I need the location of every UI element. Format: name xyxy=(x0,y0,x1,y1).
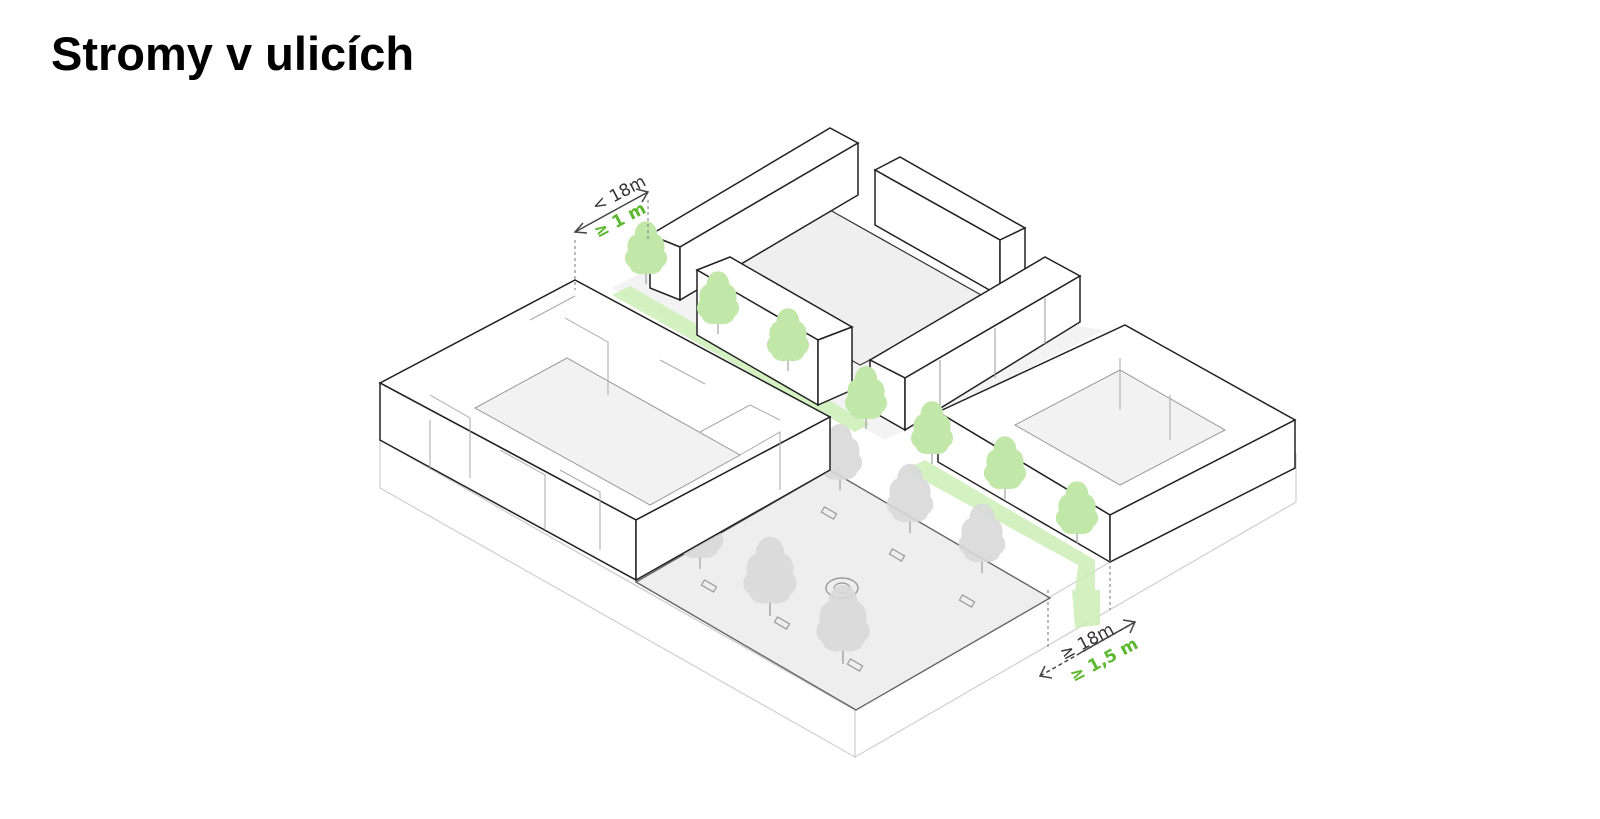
building-right-block xyxy=(936,324,1297,564)
building-right-slab xyxy=(868,256,1082,432)
benches xyxy=(700,506,976,672)
building-left-block xyxy=(378,279,832,582)
page-title: Stromy v ulicích xyxy=(51,27,415,80)
